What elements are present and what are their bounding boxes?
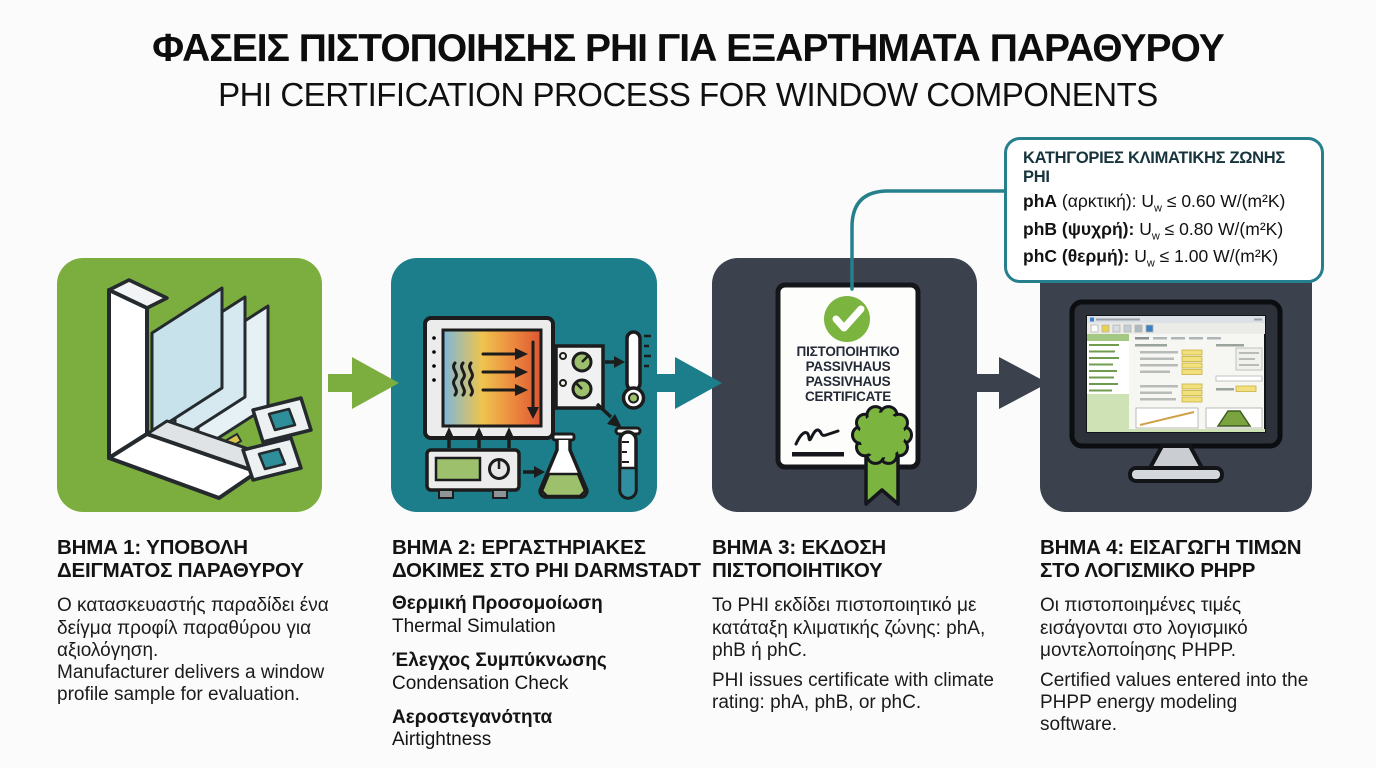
step4-body-greek: Οι πιστοποιημένες τιμές εισάγονται στο λ… xyxy=(1040,595,1248,661)
step3-heading: ΒΗΜΑ 3: ΕΚΔΟΣΗ ΠΙΣΤΟΠΟΙΗΤΙΚΟΥ xyxy=(712,536,887,583)
window-cross-section-icon xyxy=(107,278,313,500)
certificate-text: ΠΙΣΤΟΠΟΙΗΤΙΚΟ PASSIVHAUS PASSIVHAUS CERT… xyxy=(778,344,918,404)
step3-body-english: PHI issues certificate with climate rati… xyxy=(712,669,994,714)
laboratory-testing-icon xyxy=(423,316,651,500)
climate-zone-callout: ΚΑΤΗΓΟΡΙΕΣ ΚΛΙΜΑΤΙΚΗΣ ΖΩΝΗΣ PHI phA (αρκ… xyxy=(1004,137,1324,283)
certificate-line: PASSIVHAUS xyxy=(805,374,891,390)
step3-box: ΠΙΣΤΟΠΟΙΗΤΙΚΟ PASSIVHAUS PASSIVHAUS CERT… xyxy=(712,258,977,512)
step1-body-greek: Ο κατασκευαστής παραδίδει ένα δείγμα προ… xyxy=(57,595,329,661)
step4-heading: ΒΗΜΑ 4: ΕΙΣΑΓΩΓΗ ΤΙΜΩΝ ΣΤΟ ΛΟΓΙΣΜΙΚΟ PHP… xyxy=(1040,536,1302,583)
certificate-line: PASSIVHAUS xyxy=(805,359,891,375)
step4-box xyxy=(1040,258,1312,512)
step1-heading: ΒΗΜΑ 1: ΥΠΟΒΟΛΗ ΔΕΙΓΜΑΤΟΣ ΠΑΡΑΘΥΡΟΥ xyxy=(57,536,304,583)
step4-text-column: ΒΗΜΑ 4: ΕΙΣΑΓΩΓΗ ΤΙΜΩΝ ΣΤΟ ΛΟΓΙΣΜΙΚΟ PHP… xyxy=(1040,536,1314,737)
step2-box xyxy=(391,258,657,512)
test-item: Έλεγχος Συμπύκνωσης Condensation Check xyxy=(392,649,607,694)
step4-body-english: Certified values entered into the PHPP e… xyxy=(1040,669,1309,736)
climate-line-phc: phC (θερμή): Uw ≤ 1.00 W/(m²K) xyxy=(1023,246,1279,270)
callout-title: ΚΑΤΗΓΟΡΙΕΣ ΚΛΙΜΑΤΙΚΗΣ ΖΩΝΗΣ PHI xyxy=(1023,149,1286,186)
arrow-step3-to-step4-icon xyxy=(971,357,1048,409)
test-item: Θερμική Προσομοίωση Thermal Simulation xyxy=(392,593,603,638)
step2-heading: ΒΗΜΑ 2: ΕΡΓΑΣΤΗΡΙΑΚΕΣ ΔΟΚΙΜΕΣ ΣΤΟ PHI DA… xyxy=(392,536,701,583)
climate-line-pha: phA (αρκτική): Uw ≤ 0.60 W/(m²K) xyxy=(1023,191,1286,215)
step1-body-english: Manufacturer delivers a window profile s… xyxy=(57,661,325,706)
passivhaus-certificate-icon xyxy=(775,282,921,506)
arrow-step1-to-step2-icon xyxy=(328,357,399,409)
step1-text-column: ΒΗΜΑ 1: ΥΠΟΒΟΛΗ ΔΕΙΓΜΑΤΟΣ ΠΑΡΑΘΥΡΟΥ Ο κα… xyxy=(57,536,329,706)
step2-text-column: ΒΗΜΑ 2: ΕΡΓΑΣΤΗΡΙΑΚΕΣ ΔΟΚΙΜΕΣ ΣΤΟ PHI DA… xyxy=(392,536,707,752)
test-item: Αεροστεγανότητα Airtightness xyxy=(392,706,553,751)
climate-line-phb: phB (ψυχρή): Uw ≤ 0.80 W/(m²K) xyxy=(1023,218,1284,243)
step3-text-column: ΒΗΜΑ 3: ΕΚΔΟΣΗ ΠΙΣΤΟΠΟΙΗΤΙΚΟΥ Το PHI εκδ… xyxy=(712,536,1004,714)
certificate-line: CERTIFICATE xyxy=(804,389,892,405)
step1-box xyxy=(57,258,322,512)
page-title: ΦΑΣΕΙΣ ΠΙΣΤΟΠΟΙΗΣΗΣ PHI ΓΙΑ ΕΞΑΡΤΗΜΑΤΑ Π… xyxy=(152,27,1225,70)
certificate-line: ΠΙΣΤΟΠΟΙΗΤΙΚΟ xyxy=(796,344,900,359)
page-subtitle: PHI CERTIFICATION PROCESS FOR WINDOW COM… xyxy=(218,76,1158,113)
phpp-software-icon xyxy=(1069,299,1283,483)
step3-body-greek: Το PHI εκδίδει πιστοποιητικό με κατάταξη… xyxy=(712,595,986,661)
